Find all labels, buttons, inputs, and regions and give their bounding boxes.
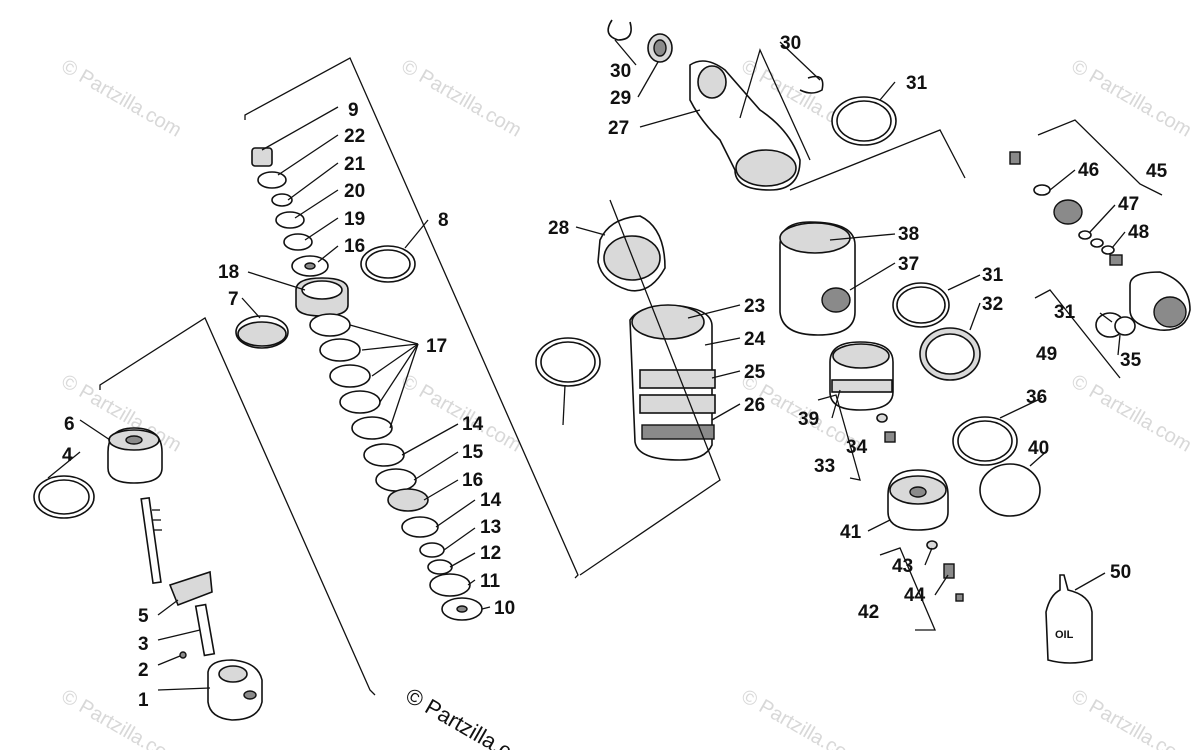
callout-22: 22 (344, 126, 365, 147)
callout-1: 1 (138, 690, 149, 711)
callout-30b: 30 (780, 33, 801, 54)
damper-shaft-part (140, 496, 162, 585)
callout-26: 26 (744, 395, 765, 416)
callout-43: 43 (892, 556, 913, 577)
callout-44: 44 (904, 585, 926, 606)
callout-31c: 31 (1054, 302, 1076, 323)
callout-29: 29 (610, 88, 631, 109)
bottle-label: OIL (1055, 629, 1074, 641)
watermark-4: © Partzilla.com (1068, 55, 1196, 141)
callout-31b: 31 (982, 265, 1004, 286)
callout-21: 21 (344, 154, 366, 175)
callout-10: 10 (494, 598, 515, 619)
callout-14a: 14 (462, 414, 484, 435)
callout-36: 36 (1026, 387, 1047, 408)
callout-30a: 30 (610, 61, 631, 82)
callout-48: 48 (1128, 222, 1149, 243)
callout-49: 49 (1036, 344, 1057, 365)
callout-14b: 14 (480, 490, 502, 511)
watermark-1: © Partzilla.com (58, 55, 186, 141)
callout-45: 45 (1146, 161, 1168, 182)
callout-5: 5 (138, 606, 149, 627)
callout-19: 19 (344, 209, 365, 230)
callout-11: 11 (480, 571, 501, 592)
oil-bottle-part (1045, 574, 1093, 664)
callout-9: 9 (348, 100, 359, 121)
callout-32: 32 (982, 294, 1003, 315)
callout-50: 50 (1110, 562, 1131, 583)
snap-ring-part (607, 19, 632, 41)
watermark-9: © Partzilla.com (58, 685, 186, 750)
watermark-2: © Partzilla.com (398, 55, 526, 141)
callout-24: 24 (744, 329, 766, 350)
callout-8: 8 (438, 210, 449, 231)
watermark-11: © Partzilla.com (1068, 685, 1196, 750)
damper-body: OIL (535, 19, 1191, 664)
callout-38: 38 (898, 224, 919, 245)
callout-31a: 31 (906, 73, 928, 94)
callout-23: 23 (744, 296, 765, 317)
callout-6: 6 (64, 414, 75, 435)
callout-16a: 16 (344, 236, 365, 257)
callout-16b: 16 (462, 470, 483, 491)
callouts: 1 2 3 4 5 6 7 8 9 10 11 12 13 14 14 15 1… (62, 33, 1168, 711)
callout-13: 13 (480, 517, 501, 538)
watermark-8: © Partzilla.com (1068, 370, 1196, 456)
callout-15: 15 (462, 442, 484, 463)
callout-42: 42 (858, 602, 879, 623)
callout-46: 46 (1078, 160, 1099, 181)
callout-34: 34 (846, 437, 868, 458)
valve-nut-part (251, 147, 273, 167)
copyright-text: © Partzilla.com (402, 683, 543, 750)
watermark-10: © Partzilla.com (738, 685, 866, 750)
callout-18: 18 (218, 262, 239, 283)
callout-17: 17 (426, 336, 447, 357)
callout-3: 3 (138, 634, 149, 655)
callout-27: 27 (608, 118, 629, 139)
callout-25: 25 (744, 362, 766, 383)
callout-40: 40 (1028, 438, 1049, 459)
callout-20: 20 (344, 181, 365, 202)
valve-stack (235, 57, 579, 621)
callout-39: 39 (798, 409, 819, 430)
callout-7: 7 (228, 289, 239, 310)
callout-37: 37 (898, 254, 919, 275)
shaft-assembly (33, 317, 376, 721)
callout-35: 35 (1120, 350, 1142, 371)
shim-stack (309, 313, 483, 621)
callout-28: 28 (548, 218, 569, 239)
callout-41: 41 (840, 522, 862, 543)
callout-2: 2 (138, 660, 149, 681)
ball-part (179, 651, 187, 659)
watermarks: © Partzilla.com © Partzilla.com © Partzi… (58, 55, 1196, 750)
callout-47: 47 (1118, 194, 1139, 215)
callout-33: 33 (814, 456, 835, 477)
bumper-part (168, 570, 213, 607)
callout-12: 12 (480, 543, 501, 564)
callout-4: 4 (62, 445, 73, 466)
